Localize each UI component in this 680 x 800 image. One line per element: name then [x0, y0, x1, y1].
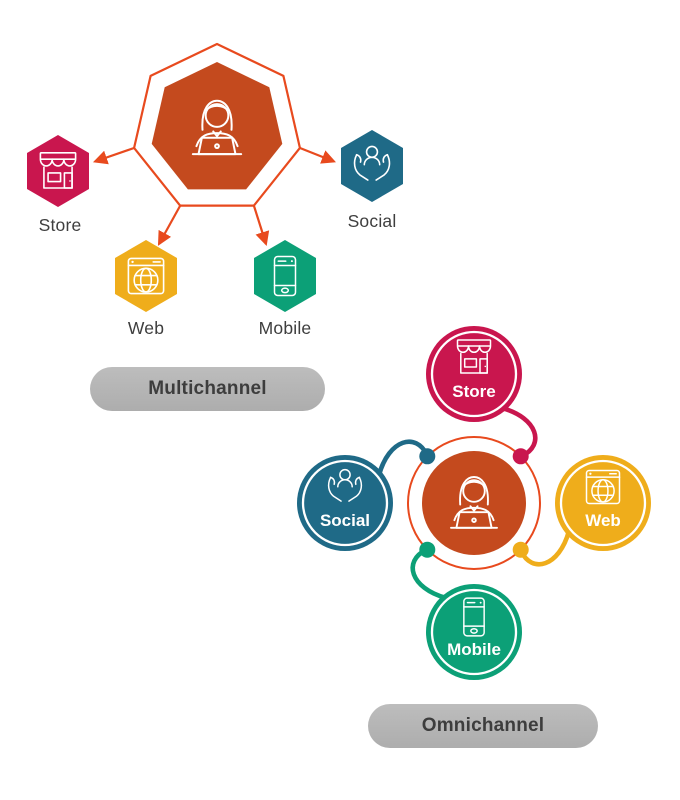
omnichannel-ring [407, 436, 541, 570]
social-connector-dot [419, 448, 436, 465]
omnichannel-badge: Omnichannel [368, 704, 598, 748]
mobile-connector [410, 547, 449, 601]
social-circle-inner-ring [301, 459, 389, 547]
arrow-to-store [92, 146, 135, 165]
store-hexagon [27, 135, 89, 207]
channel-arrows [92, 146, 336, 247]
mobile-hex-label: Mobile [258, 318, 312, 338]
arrow-to-social [299, 146, 336, 164]
store-connector-dot [512, 448, 529, 465]
web-connector-dot [512, 541, 529, 558]
store-circle [426, 326, 522, 422]
multichannel-badge: Multichannel [90, 367, 325, 411]
mobile-connector-dot [419, 541, 436, 558]
social-connector [376, 439, 430, 478]
omnichannel-group [297, 326, 651, 680]
social-hex-label: Social [347, 211, 397, 231]
arrow-to-mobile [252, 205, 270, 247]
multichannel-group [27, 42, 403, 312]
heptagon-outline [133, 42, 301, 207]
social-hexagon [341, 130, 403, 202]
omnichannel-center-circle [422, 451, 526, 555]
center-heptagon [151, 62, 283, 190]
mobile-circle [426, 584, 522, 680]
web-circle-inner-ring [559, 459, 647, 547]
store-connector [499, 405, 538, 459]
connector-dots [419, 448, 529, 558]
social-circle [297, 455, 393, 551]
mobile-circle-inner-ring [430, 588, 518, 676]
web-hex-label: Web [127, 318, 165, 338]
mobile-circle-label: Mobile [447, 640, 501, 659]
web-connector [518, 528, 572, 567]
mobile-hexagon [254, 240, 316, 312]
store-hex-label: Store [38, 215, 82, 235]
channel-connectors [376, 405, 572, 601]
web-circle-label: Web [585, 511, 621, 530]
arrow-to-web [157, 205, 181, 246]
store-circle-inner-ring [430, 330, 518, 418]
social-circle-label: Social [319, 511, 371, 530]
store-circle-label: Store [452, 382, 496, 401]
